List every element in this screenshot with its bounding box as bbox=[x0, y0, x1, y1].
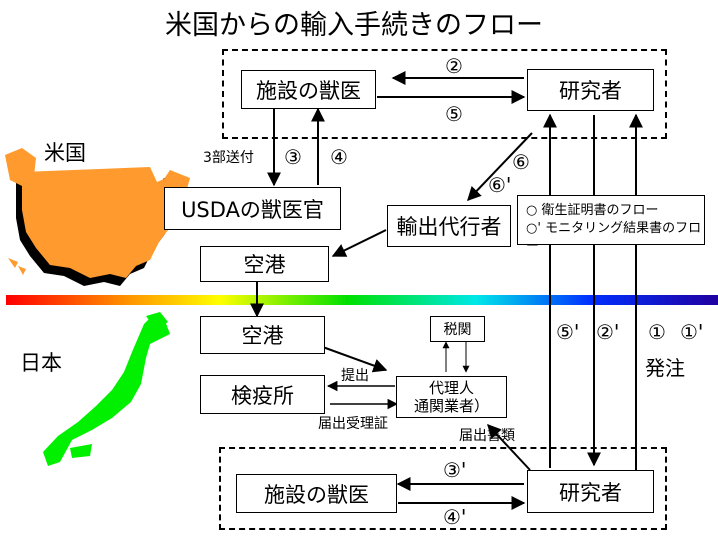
arrow-6 bbox=[467, 132, 533, 202]
step-6-label: ⑥ bbox=[512, 150, 530, 174]
circle-prime-icon: ○' bbox=[526, 221, 546, 236]
researcher-us-box: 研究者 bbox=[527, 69, 654, 111]
order-label: 発注 bbox=[645, 356, 685, 380]
step-5-label: ⑤ bbox=[445, 102, 463, 126]
arrow-agent-airport bbox=[331, 229, 387, 257]
hawaii-map bbox=[8, 258, 26, 275]
step-5p-label: ⑤' bbox=[556, 320, 580, 344]
us-region-label: 米国 bbox=[44, 141, 86, 165]
page-title: 米国からの輸入手続きのフロー bbox=[165, 10, 543, 41]
usda-box: USDAの獣医官 bbox=[164, 187, 341, 230]
japan-region-label: 日本 bbox=[20, 351, 62, 375]
docs-label: 届出書類 bbox=[459, 428, 515, 444]
step-3-label: ③ bbox=[284, 145, 302, 169]
customs-box: 税関 bbox=[430, 316, 485, 342]
arrow-docs bbox=[487, 423, 531, 471]
step-1-label: ① bbox=[648, 320, 666, 344]
receipt-label: 届出受理証 bbox=[318, 416, 388, 432]
vet-jp-box: 施設の獣医 bbox=[236, 474, 397, 513]
vet-us-box: 施設の獣医 bbox=[241, 70, 376, 109]
airport-jp-box: 空港 bbox=[200, 316, 325, 354]
step-2-label: ② bbox=[445, 54, 463, 78]
airport-us-box: 空港 bbox=[200, 246, 329, 282]
agent-us-box: 輸出代行者 bbox=[387, 205, 511, 247]
researcher-jp-box: 研究者 bbox=[527, 470, 654, 513]
step-4p-label: ④' bbox=[443, 505, 467, 529]
usa-map bbox=[22, 167, 190, 278]
step-2p-label: ②' bbox=[596, 320, 620, 344]
legend: ○ 衛生証明書のフロー ○' モニタリング結果書のフロー bbox=[517, 195, 705, 254]
alaska-map bbox=[5, 148, 36, 186]
step-6p-label: ⑥' bbox=[488, 173, 512, 197]
pacific-divider bbox=[6, 295, 718, 305]
broker-label-line1: 代理人 bbox=[428, 379, 474, 397]
send-3-copies-label: 3部送付 bbox=[203, 150, 254, 166]
legend-item-monitoring: ○' モニタリング結果書のフロー bbox=[526, 221, 702, 254]
broker-box: 代理人 通関業者） bbox=[396, 376, 507, 418]
circle-icon: ○ bbox=[526, 203, 542, 218]
hokkaido-map bbox=[146, 312, 168, 330]
step-4-label: ④ bbox=[330, 145, 348, 169]
step-1p-label: ①' bbox=[680, 320, 704, 344]
legend-item-health-cert: ○ 衛生証明書のフロー bbox=[526, 203, 659, 218]
broker-label-line2: 通関業者） bbox=[413, 397, 489, 415]
step-3p-label: ③' bbox=[443, 458, 467, 482]
quarantine-box: 検疫所 bbox=[200, 375, 325, 414]
shikoku-map bbox=[70, 444, 92, 458]
jp-facility-group bbox=[219, 447, 667, 530]
us-facility-group bbox=[222, 49, 667, 139]
arrow-airport-broker bbox=[319, 345, 388, 373]
submit-label: 提出 bbox=[341, 368, 369, 384]
japan-map bbox=[43, 318, 170, 466]
